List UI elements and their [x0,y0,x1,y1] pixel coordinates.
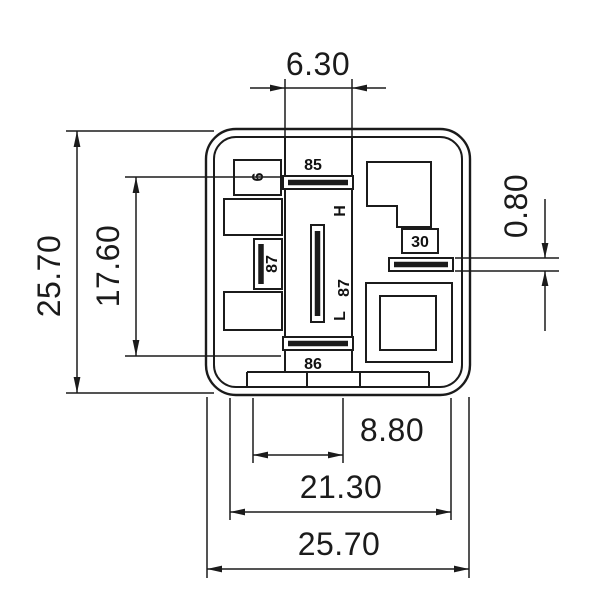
terminal-label-l: L [332,311,349,321]
arrowhead [207,565,222,573]
dim-label-terminal-span: 21.30 [300,469,383,505]
center-channel-walls [284,137,353,372]
body-inner-outline [213,136,463,388]
terminal-slot-30 [388,257,454,272]
arrowhead [270,84,285,92]
arrowhead [230,508,245,516]
dim-bottom-offset: 8.80 [252,398,424,463]
dim-bottom-span: 21.30 [229,398,452,520]
cavity-block-bottom-right-inner [379,295,437,351]
dim-label-slot-span: 17.60 [90,225,126,308]
dim-label-terminal-thickness: 0.80 [498,174,534,238]
dim-left-overall: 25.70 [31,130,214,394]
arrowhead [436,508,451,516]
relay-body [204,127,472,397]
arrowhead [454,565,469,573]
arrowhead [73,377,81,393]
terminal-label-87-left: 87 [264,255,281,273]
body-outer-outline [204,127,472,397]
terminal-label-87-center: 87 [336,279,353,297]
cavity-box-upper-left [223,198,283,236]
terminal-slot-85 [282,175,354,190]
arrowhead [253,451,268,459]
dim-bottom-overall: 25.70 [206,397,470,578]
cavity-block-top-right [366,161,432,228]
dim-label-overall-height: 25.70 [31,235,67,318]
slot-87-left-outline [253,238,283,290]
slot-86-outline [282,336,354,351]
dim-left-inner: 17.60 [90,176,281,357]
terminal-label-85: 85 [304,157,322,174]
slot-87-center-outline [310,224,325,323]
bottom-tabs [246,371,430,388]
dim-label-terminal-offset: 8.80 [360,412,424,448]
dim-right-thickness: 0.80 [455,174,559,331]
cavity-box-lower-left [223,291,283,331]
terminal-slot-87-center [310,224,325,323]
arrowhead [132,177,140,193]
arrowhead [73,131,81,147]
arrowhead [541,243,549,258]
cavity-blocks [223,159,453,363]
terminal-slot-87-left [253,238,283,290]
label-box-30 [401,228,439,254]
terminal-label-30: 30 [411,234,429,251]
slot-30-outline [388,257,454,272]
terminal-label-86: 86 [304,356,322,373]
terminal-slot-86 [282,336,354,351]
arrowhead [541,271,549,286]
slot-85-outline [282,175,354,190]
dim-top-width: 6.30 [250,46,386,137]
dim-label-top-width: 6.30 [286,46,350,82]
terminal-label-h: H [332,205,349,217]
arrowhead [352,84,367,92]
dim-label-overall-width: 25.70 [298,526,381,562]
cavity-block-bottom-right [365,282,453,363]
arrowhead [132,340,140,356]
arrowhead [328,451,343,459]
